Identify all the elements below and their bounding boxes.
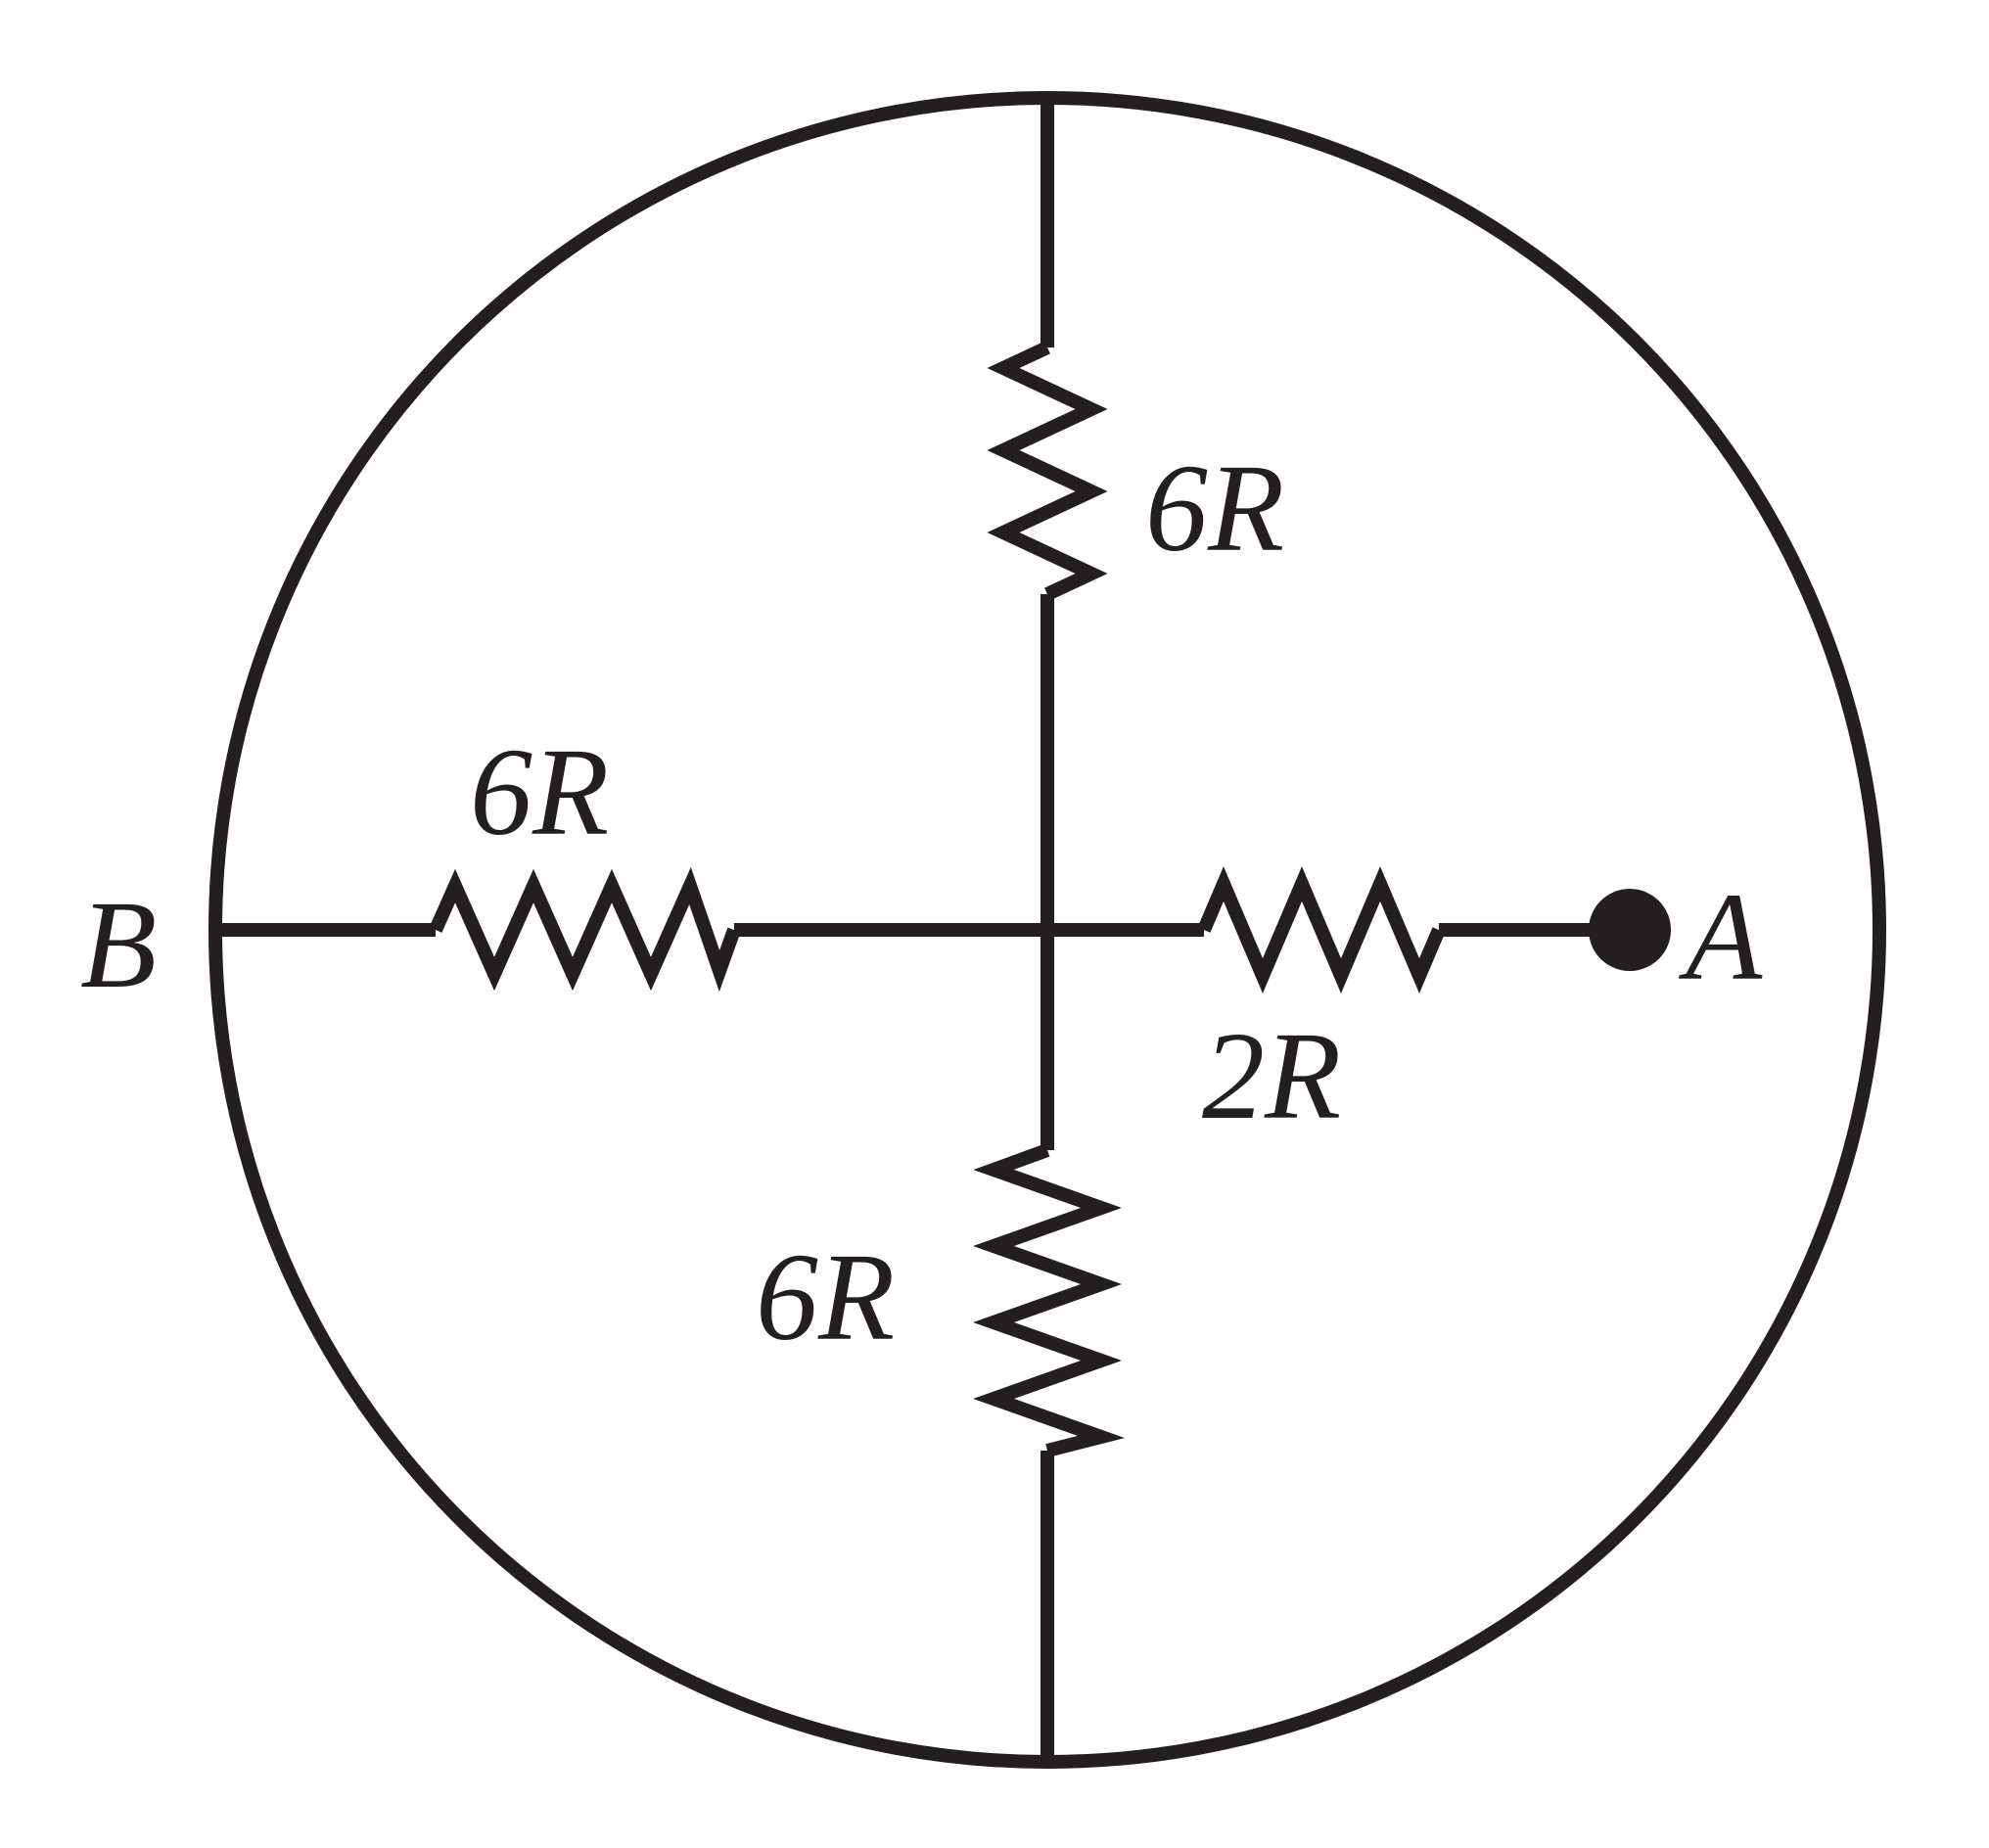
- node-a-label: A: [1679, 867, 1763, 1006]
- resistor-left-label: 6R: [470, 722, 609, 861]
- resistor-right-zigzag: [1197, 866, 1446, 993]
- resistor-bottom-label: 6R: [756, 1227, 895, 1366]
- resistor-top-zigzag: [987, 341, 1108, 601]
- resistor-bottom-zigzag: [973, 1143, 1126, 1457]
- resistor-left-zigzag: [429, 866, 741, 993]
- node-b-label: B: [80, 875, 157, 1014]
- resistor-right-label: 2R: [1202, 1006, 1341, 1145]
- resistor-top-label: 6R: [1145, 439, 1284, 578]
- terminal-a-dot: [1589, 889, 1671, 971]
